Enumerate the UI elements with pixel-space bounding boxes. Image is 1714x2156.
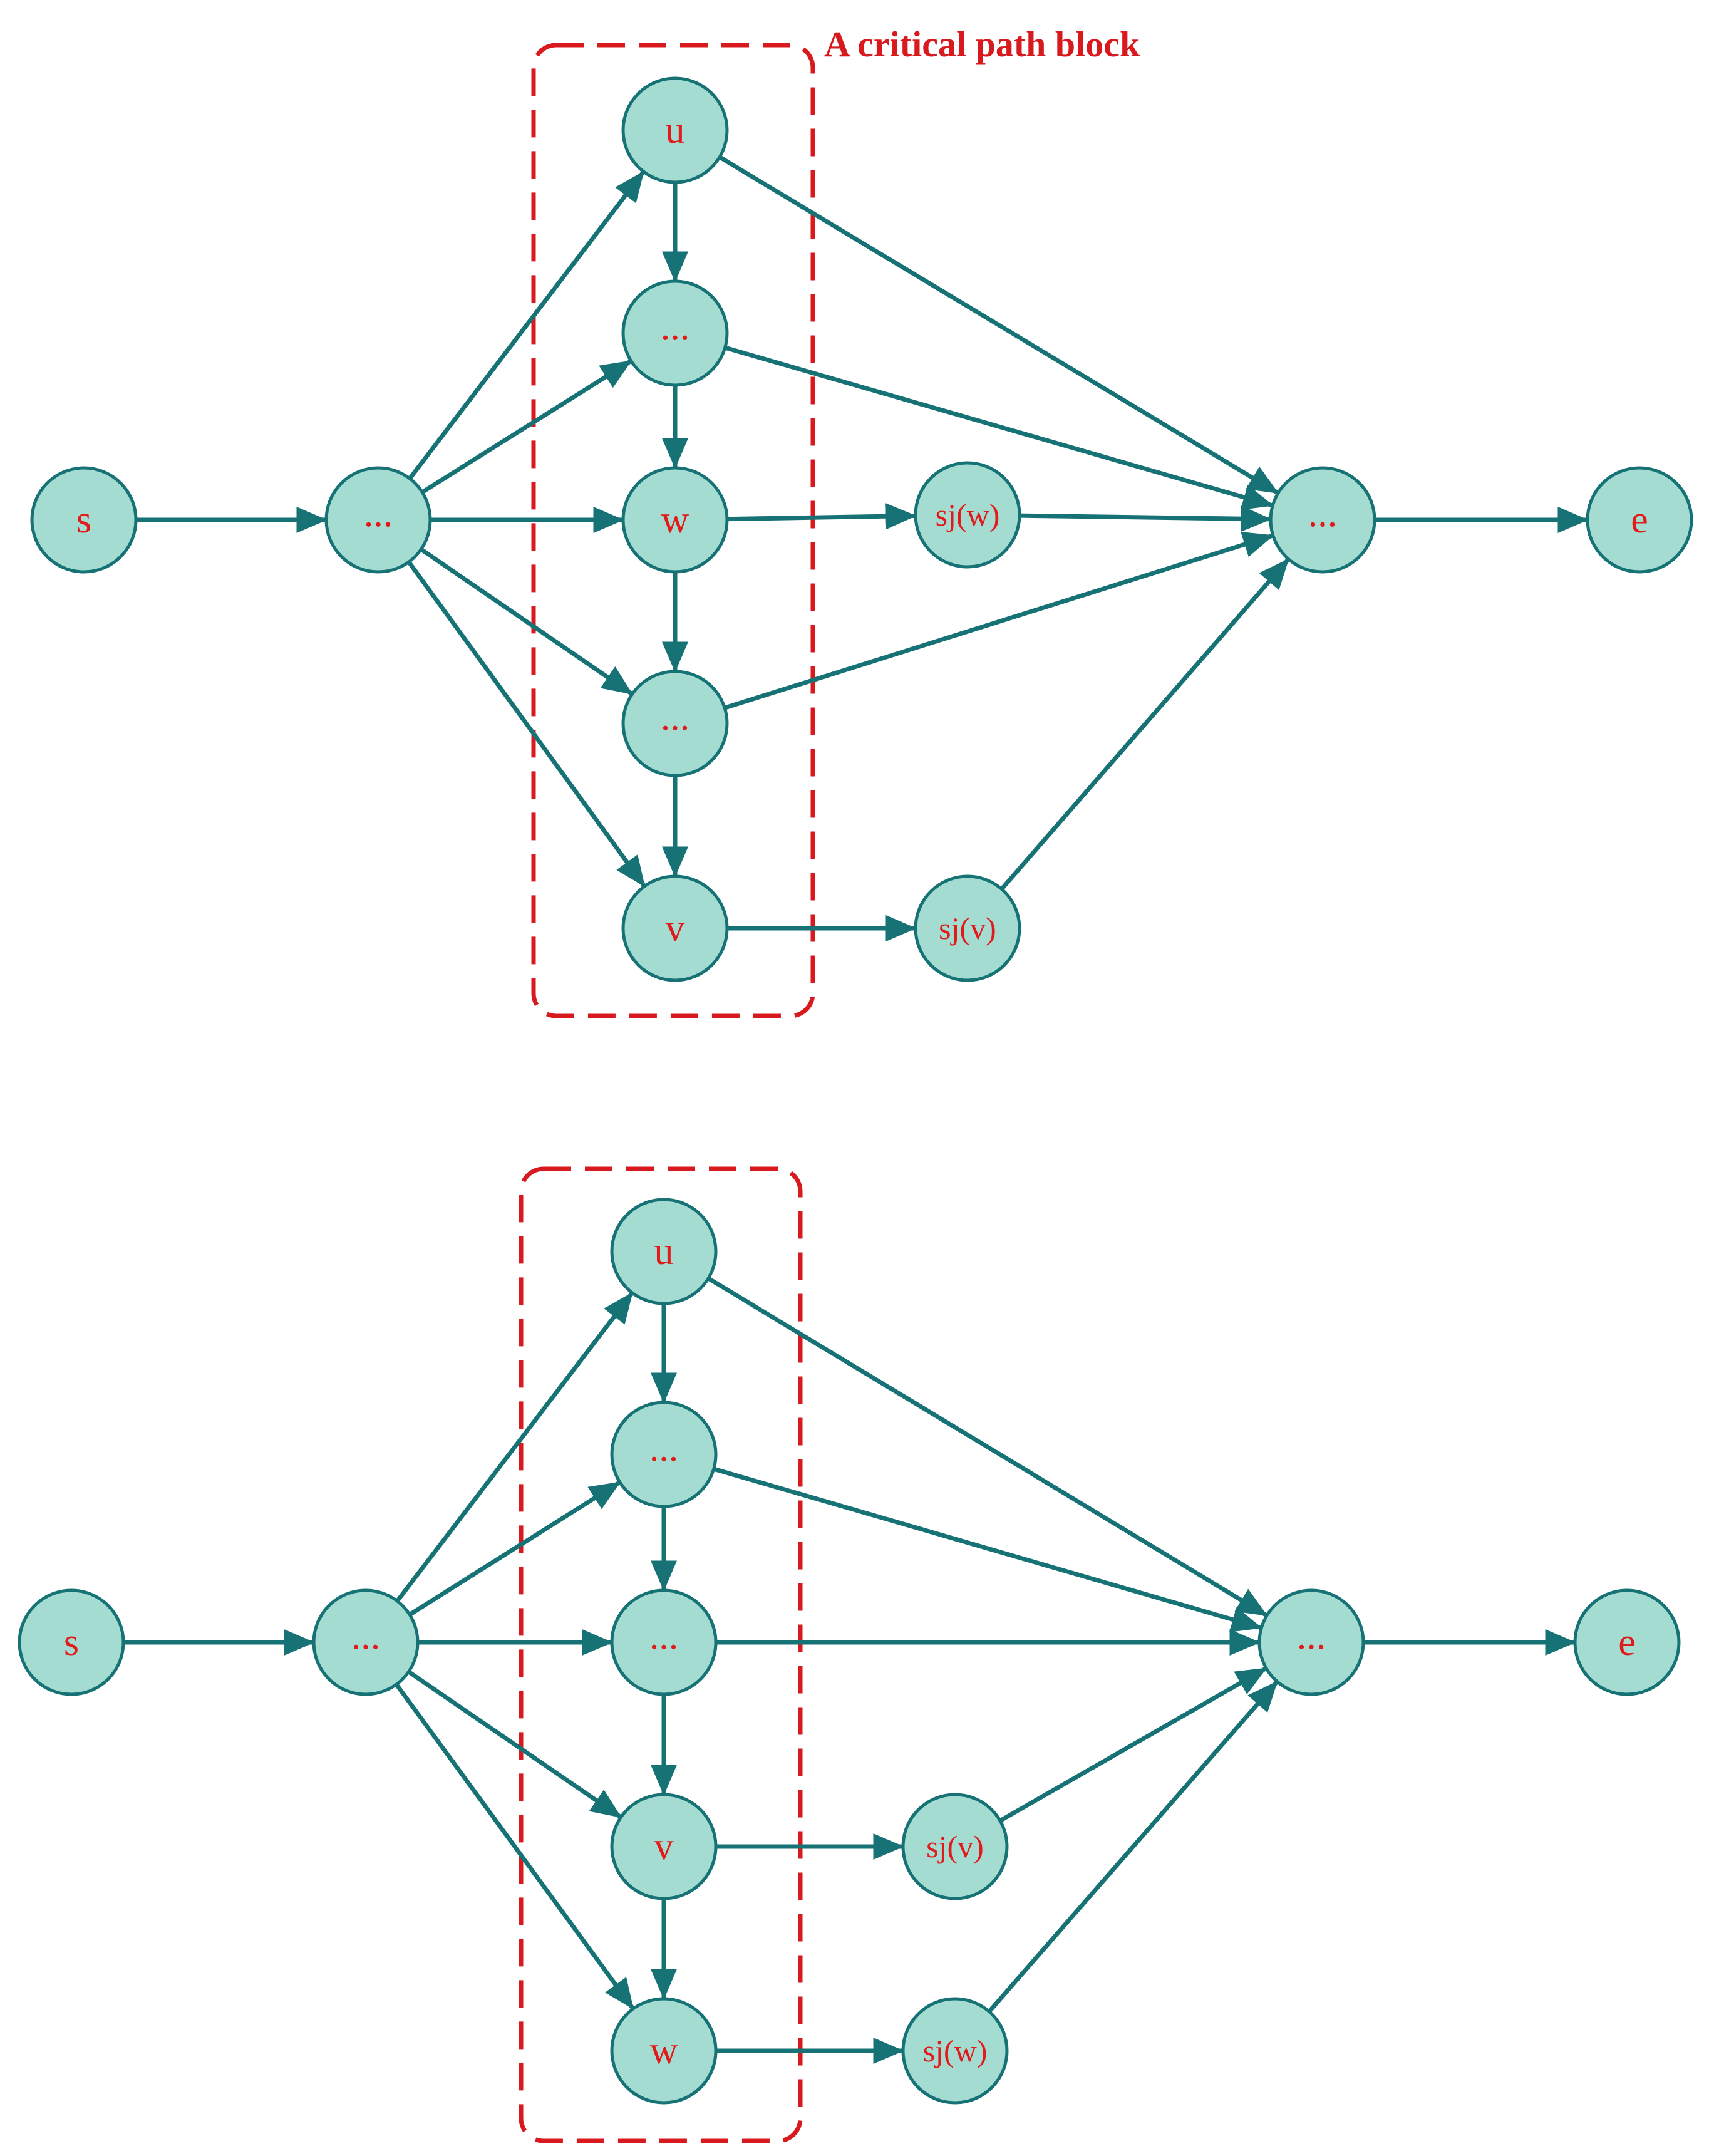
edge-sjv-to-d4 xyxy=(999,558,1289,891)
node-circle xyxy=(621,76,729,184)
node-sjw[interactable]: sj(w) xyxy=(914,461,1021,569)
node-circle xyxy=(621,670,729,777)
node-circle xyxy=(621,279,729,387)
node-circle xyxy=(18,1588,125,1696)
node-circle xyxy=(324,466,432,574)
edge-d1-to-v xyxy=(407,1670,622,1818)
node-label: w xyxy=(661,499,689,541)
node-circle xyxy=(610,1198,718,1305)
node-circle xyxy=(1586,466,1693,574)
node-d4[interactable]: ... xyxy=(1257,1588,1365,1696)
node-d1[interactable]: ... xyxy=(324,466,432,574)
node-label: ... xyxy=(1297,1615,1326,1657)
node-d2[interactable]: ... xyxy=(610,1401,718,1508)
edge-d1-to-u xyxy=(408,170,645,480)
node-circle xyxy=(1573,1588,1681,1696)
node-u[interactable]: u xyxy=(610,1198,718,1305)
edge-w-to-sjw xyxy=(726,503,917,530)
node-circle xyxy=(1269,466,1376,574)
node-sjv[interactable]: sj(v) xyxy=(914,874,1021,982)
node-label: sj(w) xyxy=(923,2033,988,2068)
node-label: sj(w) xyxy=(936,497,1000,532)
graph-bottom: s... u...... v w sj(v) sj(w)... e xyxy=(18,1198,1681,2105)
node-circle xyxy=(914,461,1021,569)
edge-d1-to-w xyxy=(395,1682,634,2010)
edge-d2-to-d4 xyxy=(724,345,1274,510)
node-circle xyxy=(312,1588,420,1696)
edge-sjw-to-d4 xyxy=(1019,505,1272,532)
node-label: s xyxy=(76,499,91,541)
node-label: e xyxy=(1631,499,1648,541)
edge-d1-to-d3 xyxy=(420,547,633,695)
edge-u-to-d4 xyxy=(707,1276,1268,1617)
node-s[interactable]: s xyxy=(18,1588,125,1696)
node-label: ... xyxy=(351,1615,381,1657)
edge-u-to-d4 xyxy=(718,155,1279,495)
node-w[interactable]: w xyxy=(610,1997,718,2105)
critical-path-block-bottom xyxy=(519,1166,803,2143)
node-s[interactable]: s xyxy=(30,466,138,574)
node-e[interactable]: e xyxy=(1573,1588,1681,1696)
graph-top: s... u... w... v sj(w) sj(v)... e xyxy=(30,76,1693,982)
node-label: v xyxy=(666,907,685,950)
node-label: ... xyxy=(649,1427,679,1469)
node-circle xyxy=(621,466,729,574)
node-label: ... xyxy=(661,306,690,348)
edge-d3-to-d4 xyxy=(724,532,1274,710)
node-label: u xyxy=(654,1230,674,1273)
edge-d1-to-d2 xyxy=(408,1481,621,1617)
edge-d2-to-d4 xyxy=(713,1466,1262,1632)
node-e[interactable]: e xyxy=(1586,466,1693,574)
node-d1[interactable]: ... xyxy=(312,1588,420,1696)
edge-d1-to-d2 xyxy=(421,360,632,494)
node-label: s xyxy=(64,1621,79,1664)
node-v[interactable]: v xyxy=(621,874,729,982)
node-circle xyxy=(621,874,729,982)
block-caption: A critical path block xyxy=(824,24,1140,65)
node-label: u xyxy=(666,109,685,152)
edge-sjw-to-d4 xyxy=(987,1681,1278,2013)
node-circle xyxy=(610,1588,718,1696)
node-label: ... xyxy=(661,696,690,739)
edge-d1-to-u xyxy=(395,1292,634,1603)
edge-d1-to-v xyxy=(406,561,646,888)
node-label: w xyxy=(650,2029,678,2072)
node-label: sj(v) xyxy=(926,1829,984,1864)
node-label: e xyxy=(1618,1621,1636,1664)
node-circle xyxy=(610,1793,718,1900)
node-label: v xyxy=(654,1825,674,1868)
node-label: sj(v) xyxy=(939,911,996,946)
node-circle xyxy=(1257,1588,1365,1696)
node-d4[interactable]: ... xyxy=(1269,466,1376,574)
node-w[interactable]: w xyxy=(621,466,729,574)
node-circle xyxy=(610,1401,718,1508)
node-circle xyxy=(610,1997,718,2105)
node-label: ... xyxy=(364,492,393,535)
node-v[interactable]: v xyxy=(610,1793,718,1900)
node-d3[interactable]: ... xyxy=(621,670,729,777)
node-label: ... xyxy=(649,1615,679,1657)
node-label: ... xyxy=(1308,492,1338,535)
node-u[interactable]: u xyxy=(621,76,729,184)
node-sjv[interactable]: sj(v) xyxy=(901,1793,1009,1900)
critical-path-block-top xyxy=(531,43,815,1018)
node-circle xyxy=(30,466,138,574)
node-d3[interactable]: ... xyxy=(610,1588,718,1696)
node-circle xyxy=(901,1793,1009,1900)
node-circle xyxy=(901,1997,1009,2105)
node-sjw[interactable]: sj(w) xyxy=(901,1997,1009,2105)
node-circle xyxy=(914,874,1021,982)
node-d2[interactable]: ... xyxy=(621,279,729,387)
edge-sjv-to-d4 xyxy=(999,1667,1267,1823)
